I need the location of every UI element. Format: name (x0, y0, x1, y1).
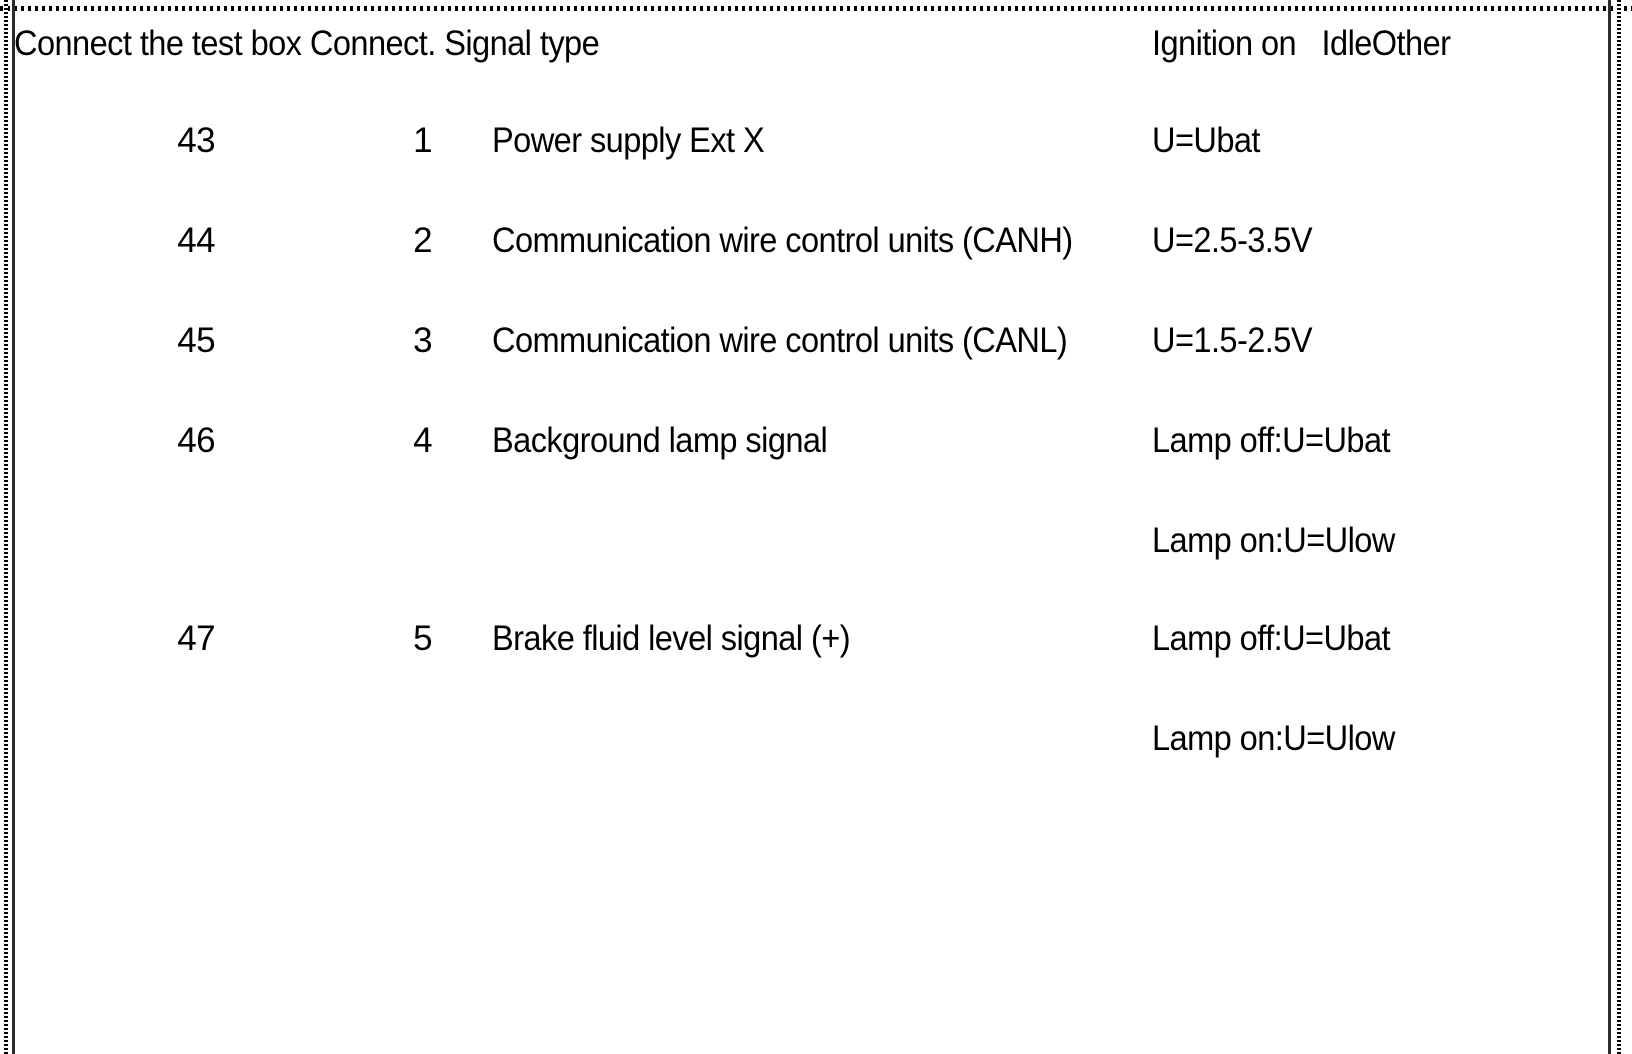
cell-value: U=1.5-2.5V (1152, 321, 1313, 360)
cell-signal-type: Power supply Ext X (492, 121, 765, 160)
cell-test-box: 43 (177, 121, 215, 160)
header-ignition-on: Ignition on (1152, 24, 1297, 63)
cell-signal-type: Background lamp signal (492, 421, 828, 460)
cell-value: U=Ubat (1152, 121, 1260, 160)
cell-connector: 1 (413, 121, 432, 160)
cell-value: U=2.5-3.5V (1152, 221, 1313, 260)
header-combined-right: Ignition on IdleOther (1152, 18, 1451, 70)
cell-value: Lamp off:U=Ubat (1152, 619, 1391, 658)
header-signal-type: Signal type (444, 24, 600, 63)
page-border-right-outer (1617, 0, 1621, 1054)
cell-connector: 2 (413, 221, 432, 260)
cell-value: Lamp off:U=Ubat (1152, 421, 1391, 460)
table-row: 44 2 Communication wire control units (C… (0, 215, 1632, 267)
cell-connector: 4 (413, 421, 432, 460)
table-row: 43 1 Power supply Ext X U=Ubat (0, 115, 1632, 167)
table-row: 47 5 Brake fluid level signal (+) Lamp o… (0, 613, 1632, 758)
page-border-right-inner (1608, 0, 1611, 1054)
page-border-top (0, 6, 1632, 11)
header-combined-left: Connect the test box Connect. Signal typ… (14, 18, 600, 70)
header-connector: Connect. (309, 24, 436, 63)
page-border-left-inner (12, 0, 15, 1054)
cell-test-box: 44 (177, 221, 215, 260)
cell-connector: 5 (413, 619, 432, 658)
table-row: 45 3 Communication wire control units (C… (0, 315, 1632, 367)
cell-test-box: 46 (177, 421, 215, 460)
cell-connector: 3 (413, 321, 432, 360)
cell-value-secondary: Lamp on:U=Ulow (1152, 719, 1395, 758)
page-border-left-outer (4, 0, 8, 1054)
table-row: 46 4 Background lamp signal Lamp off:U=U… (0, 415, 1632, 560)
cell-signal-type: Brake fluid level signal (+) (492, 619, 851, 658)
cell-test-box: 47 (177, 619, 215, 658)
header-idle-other: IdleOther (1321, 24, 1451, 63)
cell-signal-type: Communication wire control units (CANH) (492, 221, 1073, 260)
header-test-box: Connect the test box (14, 24, 302, 63)
cell-test-box: 45 (177, 321, 215, 360)
table-header-row: Connect the test box Connect. Signal typ… (0, 18, 1632, 70)
cell-value-secondary: Lamp on:U=Ulow (1152, 521, 1395, 560)
cell-signal-type: Communication wire control units (CANL) (492, 321, 1068, 360)
